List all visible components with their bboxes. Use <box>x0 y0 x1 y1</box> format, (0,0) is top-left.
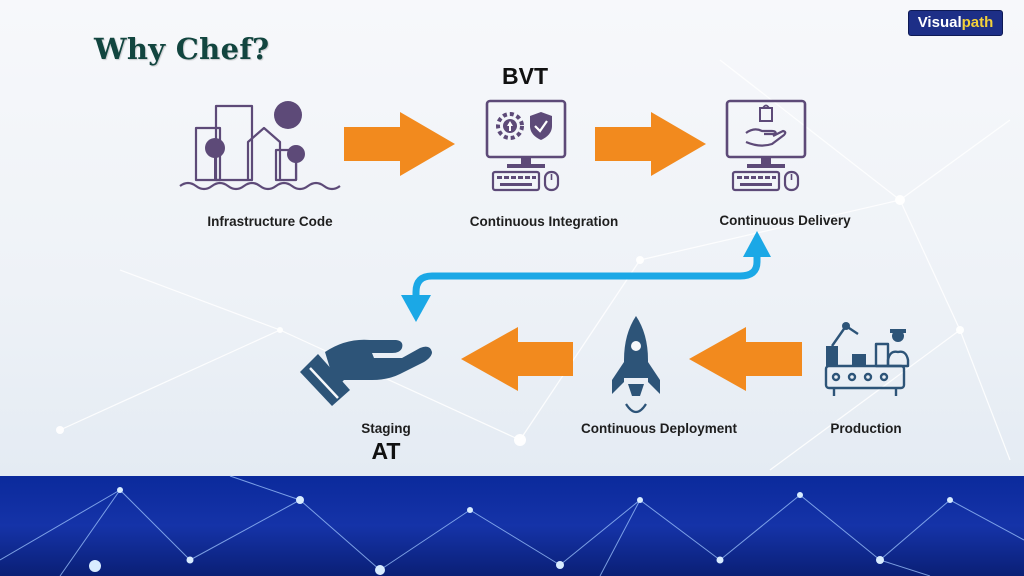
factory-details <box>826 322 906 366</box>
feedback-loop-arrow <box>412 252 761 300</box>
stage-label-staging: Staging <box>361 421 411 436</box>
factory-icon <box>824 324 910 396</box>
arrow-right-2 <box>595 112 706 176</box>
tree-icons <box>205 101 305 180</box>
page-title: Why Chef? <box>94 32 270 66</box>
loop-arrowhead-down <box>401 295 431 322</box>
network-faint <box>59 59 1011 471</box>
bvt-label: BVT <box>502 63 548 89</box>
visualpath-logo: Visualpath <box>909 11 1002 35</box>
integration-monitor-icon <box>485 99 567 192</box>
stage-label-production: Production <box>830 421 902 436</box>
stage-label-infrastructure-code: Infrastructure Code <box>207 214 333 229</box>
at-label: AT <box>371 438 401 464</box>
hand-icon <box>300 339 432 406</box>
network-band <box>0 475 1024 576</box>
arrow-right-1 <box>344 112 455 176</box>
bottom-band <box>0 476 1024 576</box>
loop-arrowhead-up <box>743 231 771 257</box>
stage-label-continuous-deployment: Continuous Deployment <box>581 421 737 436</box>
delivery-monitor-icon <box>725 99 807 192</box>
arrow-left-1 <box>461 327 573 391</box>
stage-label-continuous-integration: Continuous Integration <box>469 214 619 229</box>
stage-label-continuous-delivery: Continuous Delivery <box>719 213 851 228</box>
arrow-left-2 <box>689 327 802 391</box>
